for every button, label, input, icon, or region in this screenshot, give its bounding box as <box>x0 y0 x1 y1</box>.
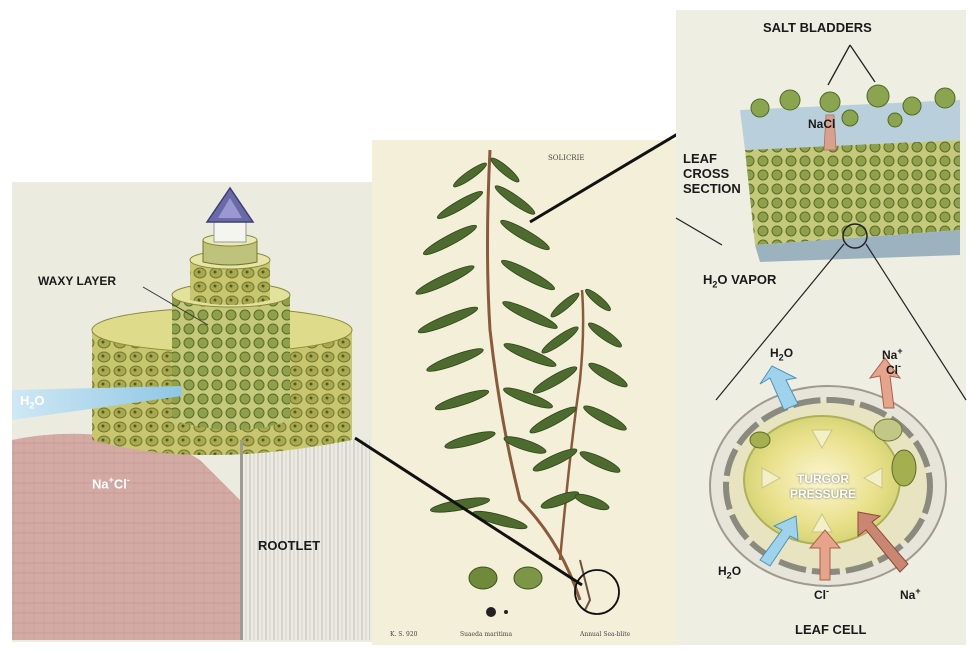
leaf-cross-line-3: SECTION <box>683 181 741 196</box>
cell-na-top-label: Na+ <box>882 346 903 362</box>
cell-cl-top-charge: - <box>898 361 901 371</box>
turgor-line-2: PRESSURE <box>790 487 856 502</box>
root-section-panel <box>12 182 374 642</box>
cell-h2o-top-h: H <box>770 346 779 360</box>
cell-na-top-charge: + <box>897 346 902 356</box>
cross-section-mesophyll <box>745 140 960 245</box>
cell-cl-bottom-charge: - <box>826 586 829 596</box>
plate-footer-number: K. S. 920 <box>390 631 418 638</box>
cell-cl-top: Cl <box>886 363 898 377</box>
h2o-vapor-label: H2O VAPOR <box>703 272 776 290</box>
cell-h2o-bottom-label: H2O <box>718 564 741 580</box>
plate-header: SOLICRIE <box>548 154 584 162</box>
cell-na-top: Na <box>882 348 897 362</box>
cell-na-bottom-label: Na+ <box>900 586 921 602</box>
cell-nucleus <box>874 419 902 441</box>
h2o-intake-label: H2O <box>20 393 45 411</box>
plate-footer-species: Suaeda maritima <box>460 631 513 638</box>
seed-dot-small <box>504 610 508 614</box>
cell-cl-top-label: Cl- <box>886 361 901 377</box>
cell-chloroplast-1 <box>892 450 916 486</box>
h2o-vapor-h: H <box>703 272 712 287</box>
h2o-vapor-rest: O VAPOR <box>717 272 776 287</box>
waxy-layer-label: WAXY LAYER <box>38 274 116 288</box>
soil-boundary-shadow <box>240 440 243 640</box>
rootlet-label: ROOTLET <box>258 538 320 553</box>
cell-na-bottom: Na <box>900 588 915 602</box>
cell-cl-bottom-label: Cl- <box>814 586 829 602</box>
h2o-intake-o: O <box>34 393 44 408</box>
leaf-cross-line-2: CROSS <box>683 166 741 181</box>
seed-dot-large <box>486 607 496 617</box>
cell-cl-bottom: Cl <box>814 588 826 602</box>
leaf-cell-label: LEAF CELL <box>795 622 867 637</box>
leaf-cross-line-1: LEAF <box>683 151 741 166</box>
salt-bladders-label: SALT BLADDERS <box>763 20 872 35</box>
seed-illustration-1 <box>469 567 497 589</box>
soil-nacl-label: Na+Cl- <box>92 475 130 491</box>
leaf-panel <box>676 10 966 645</box>
seed-illustration-2 <box>514 567 542 589</box>
turgor-pressure-label: TURGOR PRESSURE <box>790 472 856 502</box>
soil-cl-charge: - <box>127 475 130 485</box>
leaf-cross-section <box>740 85 960 262</box>
inner-tier-1 <box>172 288 290 431</box>
plant-illustration-plate <box>372 140 677 645</box>
cell-na-bottom-charge: + <box>915 586 920 596</box>
leaf-cross-section-label: LEAF CROSS SECTION <box>683 151 741 196</box>
cell-h2o-top-o: O <box>784 346 793 360</box>
cell-h2o-bottom-o: O <box>732 564 741 578</box>
cell-chloroplast-2 <box>750 432 770 448</box>
turgor-line-1: TURGOR <box>790 472 856 487</box>
plate-footer-common: Annual Sea-blite <box>579 631 631 638</box>
soil-cl: Cl <box>114 476 127 491</box>
h2o-intake-h: H <box>20 393 29 408</box>
cell-h2o-bottom-h: H <box>718 564 727 578</box>
cell-h2o-top-label: H2O <box>770 346 793 362</box>
soil-na: Na <box>92 476 109 491</box>
nacl-leaf-label: NaCl <box>808 117 835 131</box>
